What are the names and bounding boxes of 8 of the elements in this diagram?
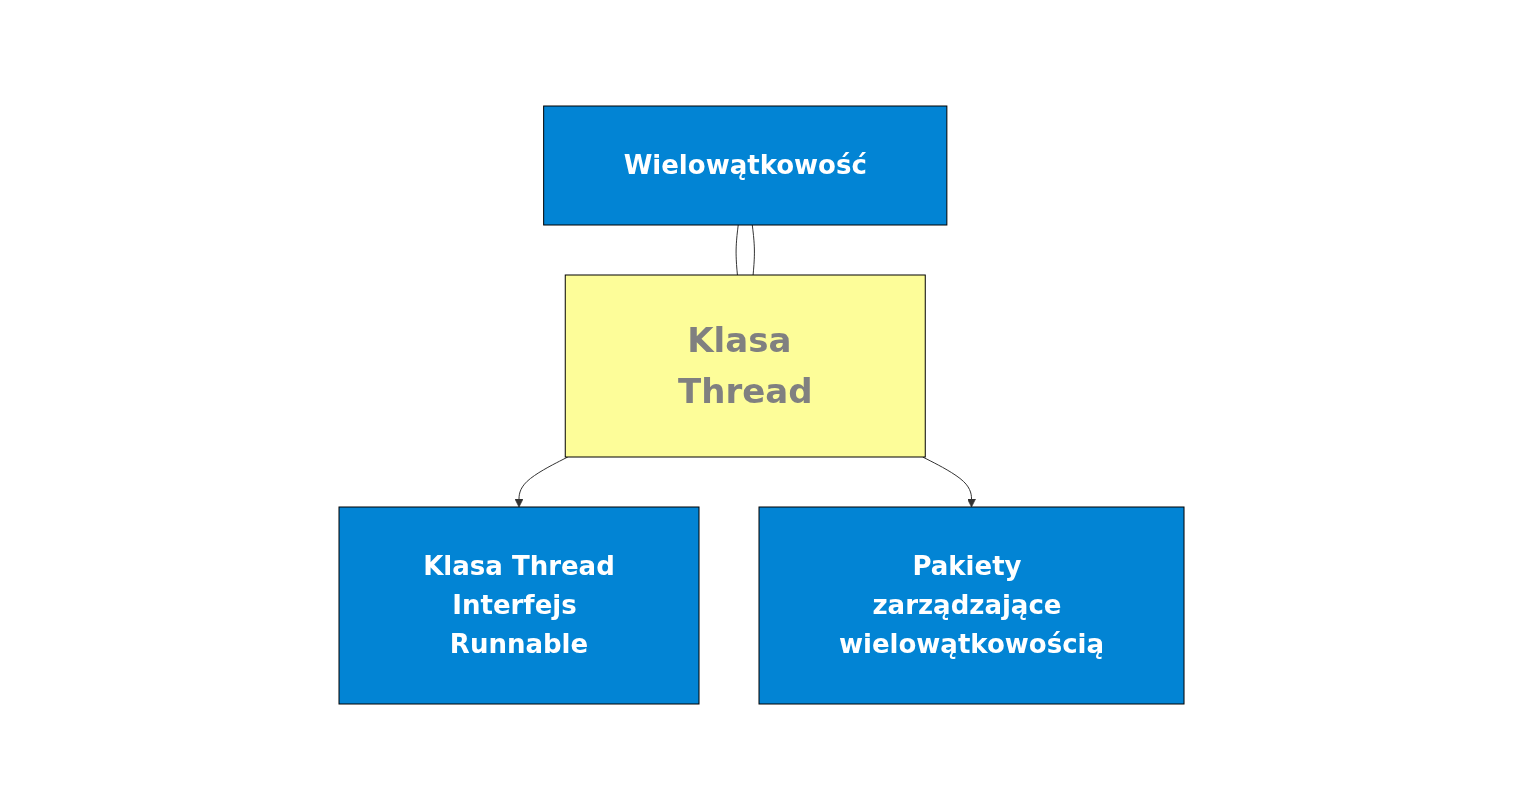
connector [736, 224, 740, 276]
connector [752, 224, 756, 276]
node-box: Klasa Thread [565, 274, 927, 458]
node-box: Pakiety zarządzające wielowątkowością [759, 506, 1185, 705]
arrow [515, 456, 569, 508]
arrow [922, 456, 977, 508]
node-box: Wielowątkowość [543, 105, 948, 226]
node-box: Klasa Thread Interfejs Runnable [339, 506, 700, 705]
